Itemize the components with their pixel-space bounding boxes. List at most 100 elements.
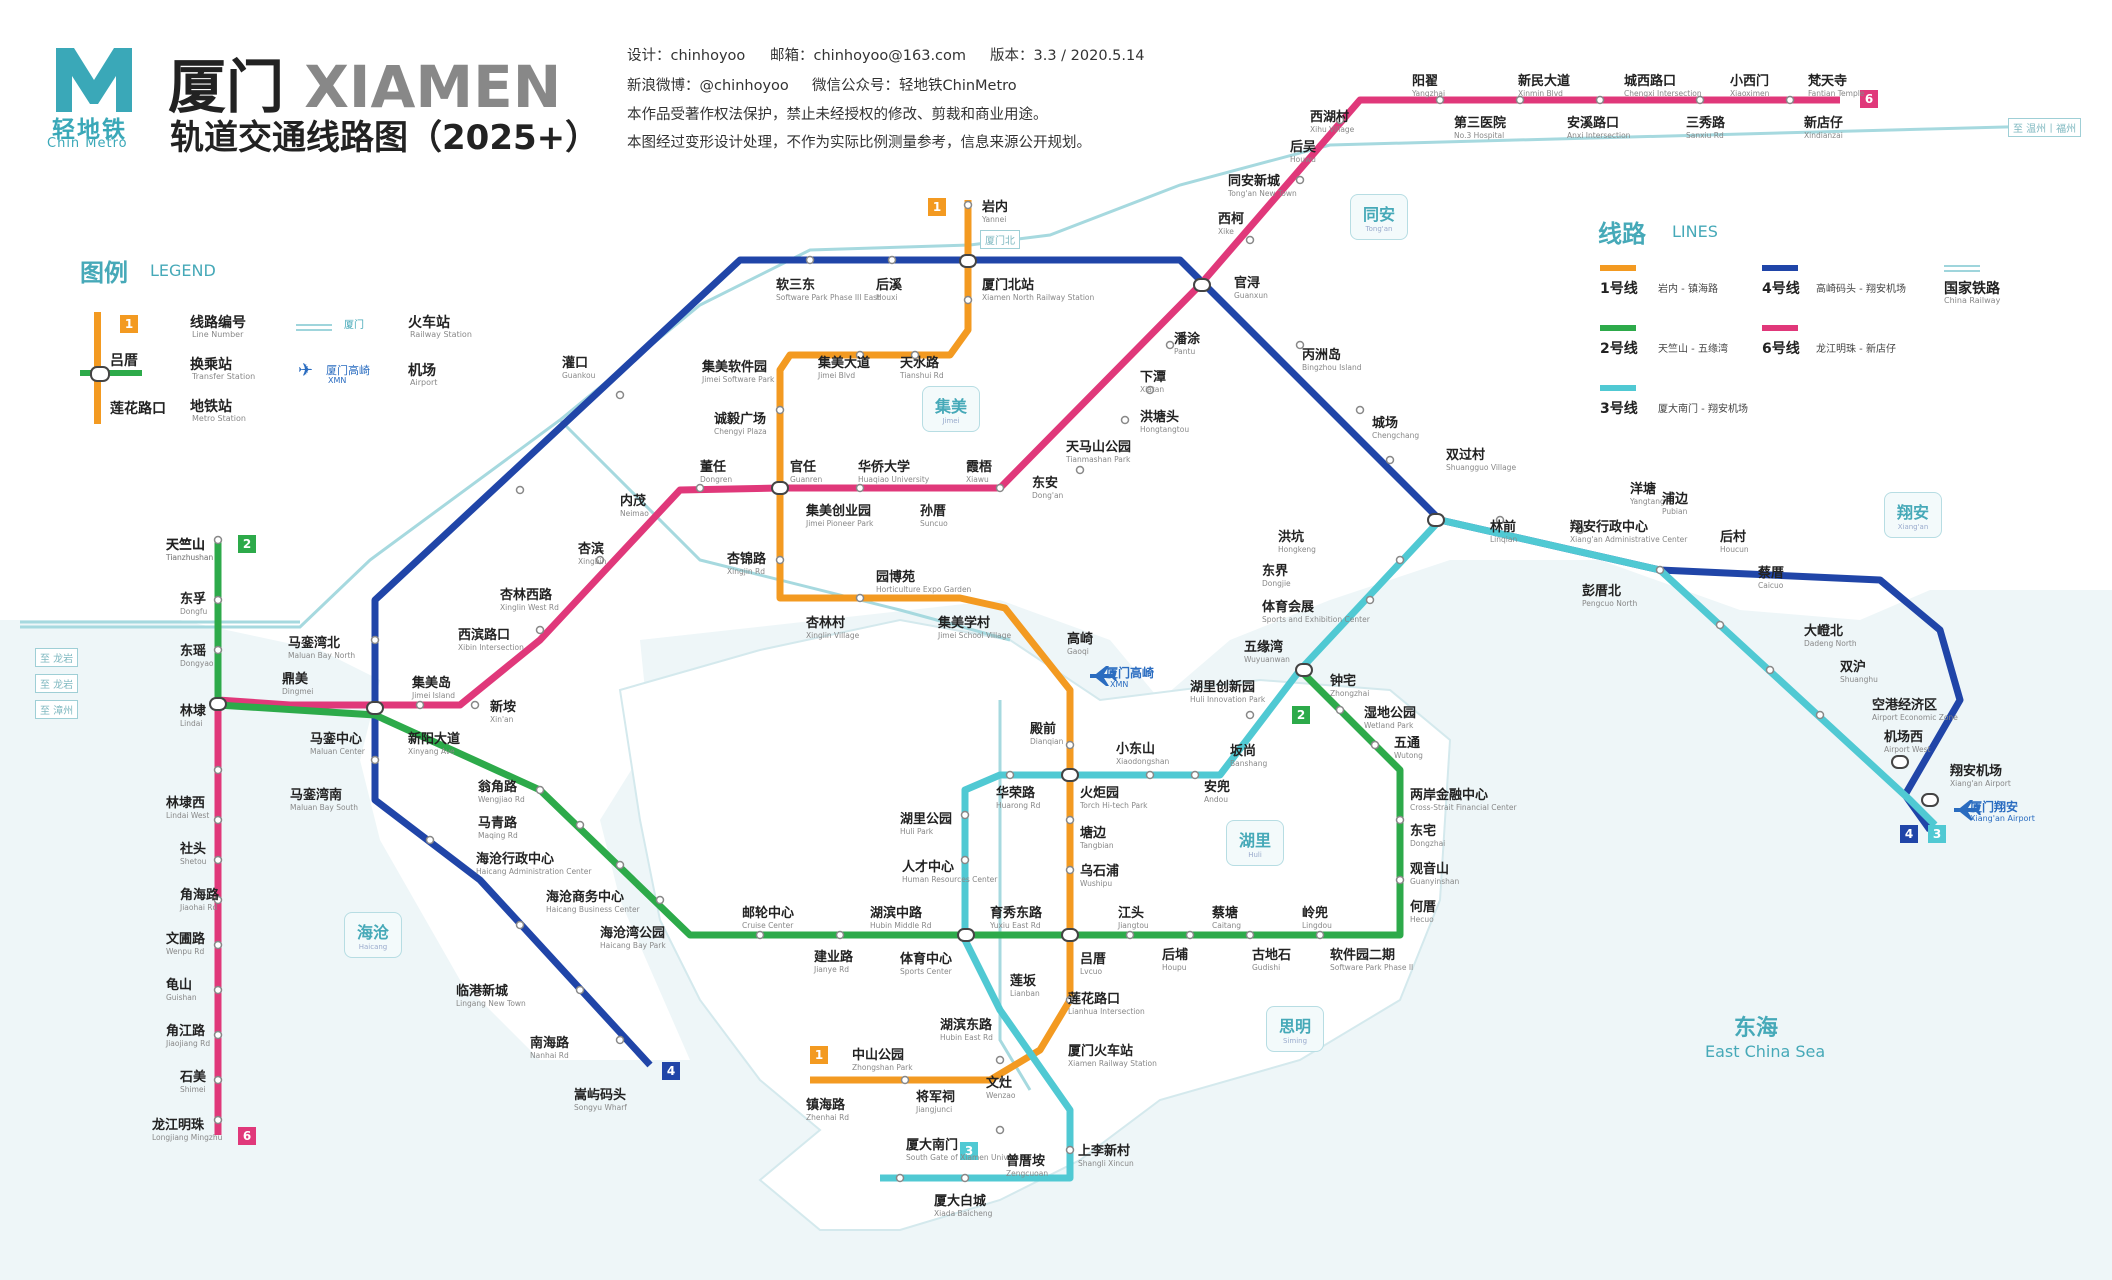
station-name: 董任 [700, 460, 727, 475]
station-name: 高崎 [1067, 632, 1094, 647]
station-name-en: Lianban [1010, 989, 1040, 998]
station-name-en: Haicang Administration Center [476, 867, 592, 876]
line2-swatch [1600, 325, 1636, 331]
station-name-en: Lianhua Intersection [1068, 1007, 1145, 1016]
station-name-en: Zhongzhai [1330, 689, 1370, 698]
station-name: 下潭 [1140, 370, 1167, 385]
station-name-en: Houwu [1290, 155, 1316, 164]
line1-swatch [1600, 265, 1636, 271]
station-name-en: Xinglin West Rd [500, 603, 559, 612]
station-name: 后村 [1720, 530, 1747, 545]
station-name-en: Houxi [876, 293, 898, 302]
station-name: 体育中心 [900, 952, 953, 967]
station-name: 东宅 [1410, 824, 1437, 839]
station-name-en: Tangbian [1080, 841, 1114, 850]
station-name-en: Xindianzai [1804, 131, 1843, 140]
station-name-en: Cruise Center [742, 921, 794, 930]
station-name-en: Wushipu [1080, 879, 1113, 888]
station-name: 五缘湾 [1244, 640, 1284, 655]
station-name-en: Jimei Software Park [702, 375, 775, 384]
station-name: 体育会展 [1262, 600, 1315, 615]
station-name-en: Xiatan [1140, 385, 1165, 394]
station-name: 林前 [1490, 520, 1517, 535]
station-name: 厦大白城 [934, 1194, 987, 1209]
station-name: 龟山 [166, 978, 193, 993]
station-name: 海沧行政中心 [476, 852, 555, 867]
station-name-en: Yuxiu East Rd [990, 921, 1041, 930]
station-name-en: Shuangguo Village [1446, 463, 1517, 472]
line-badge: 1 [928, 198, 946, 216]
station-name-en: Sports and Exhibition Center [1262, 615, 1370, 624]
station-name: 厦大南门 [906, 1138, 959, 1153]
station-name: 官任 [790, 460, 817, 475]
station-name-en: Xike [1218, 227, 1234, 236]
station-name: 后埔 [1162, 948, 1189, 963]
station-name-en: Hubin East Rd [940, 1033, 993, 1042]
station-name-en: Airport West [1884, 745, 1931, 754]
station-name-en: Wengjiao Rd [478, 795, 525, 804]
station-name-en: Chengchang [1372, 431, 1420, 440]
station-name-en: Jiangjunci [916, 1105, 953, 1114]
station-name: 马銮湾北 [288, 636, 341, 651]
meta-version: 版本：3.3 / 2020.5.14 [990, 48, 1145, 64]
station-name: 新阳大道 [408, 732, 461, 747]
station-name: 江头 [1118, 906, 1145, 921]
station-name-en: Maluan Center [310, 747, 365, 756]
line-badge: 4 [662, 1062, 680, 1080]
station-name: 彭厝北 [1582, 584, 1622, 599]
station-name-en: Bingzhou Island [1302, 363, 1362, 372]
station-name-en: Lindai West [166, 811, 210, 820]
station-name: 洪坑 [1278, 530, 1305, 545]
station-name: 火炬园 [1080, 786, 1120, 801]
station-name-en: Tianmashan Park [1066, 455, 1131, 464]
station-name: 孙厝 [920, 504, 947, 519]
station-name-en: Airport Economic Zone [1872, 713, 1958, 722]
meta-weibo: 新浪微博：@chinhoyoo [627, 78, 789, 94]
map-title: 厦门 XIAMEN [168, 53, 562, 121]
station-name-en: Gaoqi [1067, 647, 1089, 656]
station-name-en: Anxi Intersection [1567, 131, 1631, 140]
legend-sample-transfer: 吕厝 [110, 353, 138, 369]
station-name: 翁角路 [478, 780, 518, 795]
station-name: 杏林村 [806, 616, 846, 631]
station-name: 蔡塘 [1212, 906, 1239, 921]
station-name: 集美大道 [818, 356, 871, 371]
station-name: 后溪 [876, 278, 903, 293]
station-name: 龙江明珠 [152, 1118, 205, 1133]
station-name: 两岸金融中心 [1410, 788, 1489, 803]
station-name: 角江路 [166, 1024, 206, 1039]
station-name-en: Xinglin Village [806, 631, 860, 640]
station-name: 集美学村 [938, 616, 991, 631]
legend-railway-station: 火车站 [408, 315, 450, 331]
line-badge: 2 [238, 535, 256, 553]
station-name-en: Yangtang [1630, 497, 1665, 506]
station-name: 临港新城 [456, 984, 509, 999]
station-name-en: Chengxi Intersection [1624, 89, 1702, 98]
station-name: 蔡厝 [1758, 566, 1785, 581]
station-name: 五通 [1394, 736, 1421, 751]
station-name: 杏林西路 [500, 588, 553, 603]
sea-name: 东海 [1734, 1016, 1779, 1041]
